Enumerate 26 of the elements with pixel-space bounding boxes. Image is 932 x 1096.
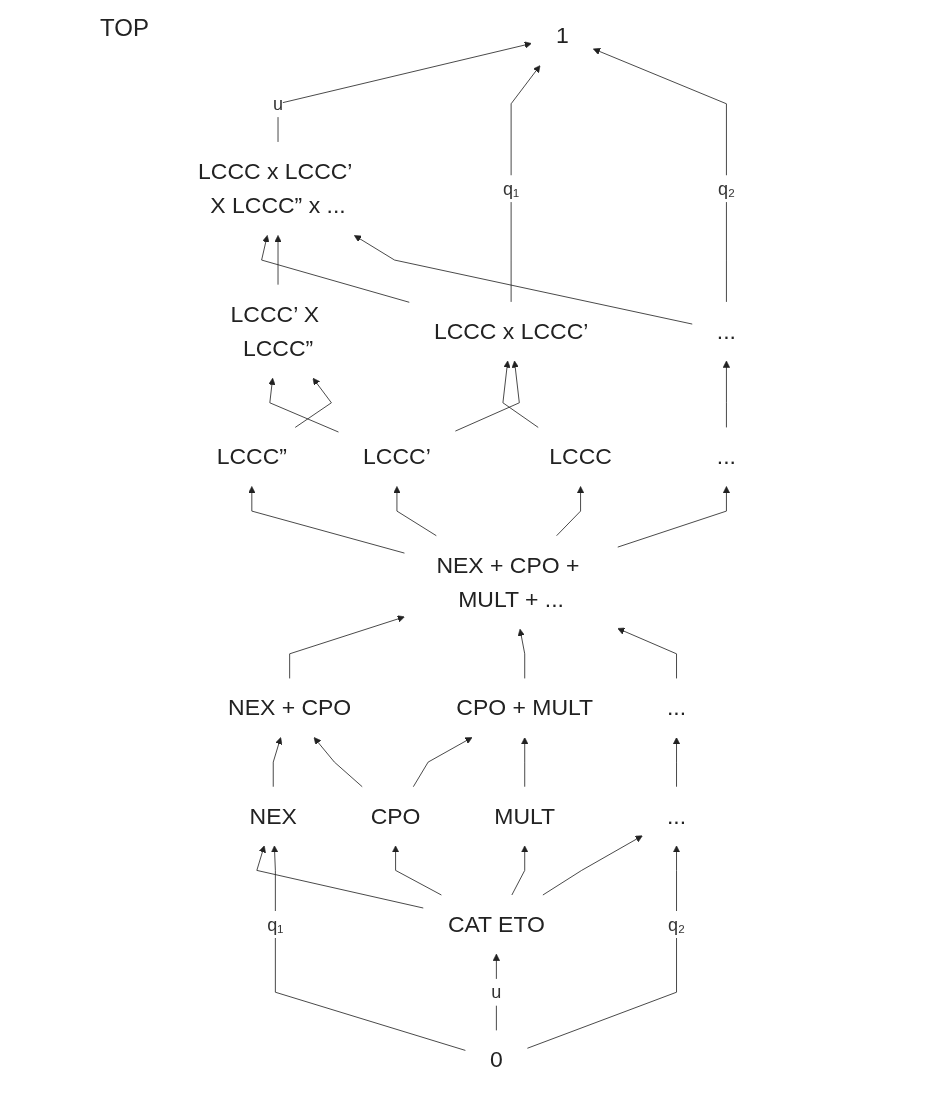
node-text: LCCC x LCCC’ [433, 318, 589, 344]
edge-label: q₁ [503, 178, 520, 199]
node-text: ... [716, 443, 737, 470]
edge-label: q₂ [668, 914, 686, 935]
node-text: ... [666, 803, 687, 829]
node-text: ... [716, 318, 737, 344]
corner-label: TOP [100, 14, 149, 42]
node-text: MULT [494, 803, 556, 829]
node-text: NEX [249, 803, 297, 829]
node-text: LCCC” [216, 443, 287, 470]
node-text: NEX + CPO [228, 694, 352, 721]
edge-label: u [273, 93, 284, 115]
node-text: CPO [370, 803, 421, 829]
edge-label: u [491, 981, 502, 1003]
node-text: LCCC’ [363, 443, 431, 470]
node-text: CPO + MULT [456, 694, 594, 721]
node-text: 0 [490, 1046, 503, 1073]
node-text: LCCC x LCCC’ X LCCC” x ... [198, 158, 352, 219]
node-text: 1 [555, 22, 569, 49]
edge-label: q₁ [267, 914, 284, 935]
node-text: ... [666, 694, 687, 721]
node-text: LCCC’ X LCCC” [230, 301, 320, 361]
edge-label: q₂ [717, 178, 735, 199]
node-text: CAT ETO [447, 911, 545, 937]
node-text: LCCC [549, 443, 612, 470]
node-text: NEX + CPO + MULT + ... [436, 552, 580, 612]
